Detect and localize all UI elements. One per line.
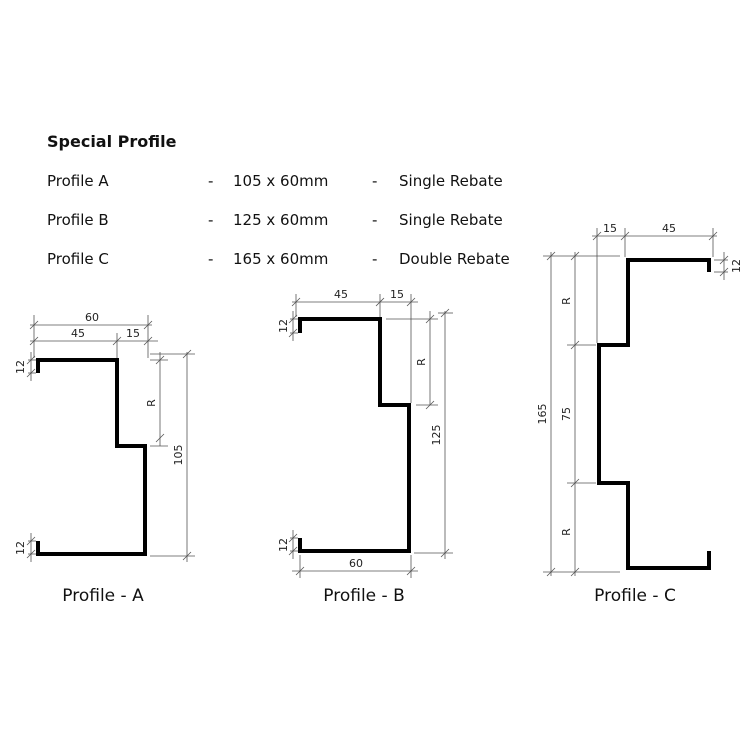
profile-size: 165 x 60mm xyxy=(233,250,329,268)
dim-c-rebate-width: 15 xyxy=(603,222,617,235)
dim-c-lip: 12 xyxy=(730,259,743,273)
profile-c-section xyxy=(597,258,711,570)
profile-size: 125 x 60mm xyxy=(233,211,329,229)
profile-a-section xyxy=(36,358,147,556)
dim-b-lip-bottom: 12 xyxy=(277,538,290,552)
profile-b-drawing: 45 15 12 12 R 125 60 Profile - B xyxy=(277,288,453,606)
profile-name: Profile B xyxy=(47,211,109,229)
separator-dash: - xyxy=(372,250,378,268)
separator-dash: - xyxy=(208,211,214,229)
profile-rebate: Single Rebate xyxy=(399,172,503,190)
profile-c-drawing: 15 45 12 165 R 75 R Profile - C xyxy=(536,222,743,606)
separator-dash: - xyxy=(372,211,378,229)
profile-name: Profile A xyxy=(47,172,109,190)
dim-a-lip-top: 12 xyxy=(14,360,27,374)
separator-dash: - xyxy=(208,250,214,268)
dim-a-rebate-width: 15 xyxy=(126,327,140,340)
separator-dash: - xyxy=(372,172,378,190)
dim-b-flange-width: 45 xyxy=(334,288,348,301)
dim-c-flange-width: 45 xyxy=(662,222,676,235)
dim-a-overall-width: 60 xyxy=(85,311,99,324)
dim-c-middle: 75 xyxy=(560,407,573,421)
profile-b-dimension-lines xyxy=(288,294,453,578)
dim-c-height: 165 xyxy=(536,404,549,425)
profile-row-a: Profile A - 105 x 60mm - Single Rebate xyxy=(47,172,607,192)
profile-rebate: Single Rebate xyxy=(399,211,503,229)
dim-a-flange-width: 45 xyxy=(71,327,85,340)
separator-dash: - xyxy=(208,172,214,190)
profile-row-b: Profile B - 125 x 60mm - Single Rebate xyxy=(47,211,607,231)
profile-b-caption: Profile - B xyxy=(323,586,404,606)
dim-a-rebate-depth: R xyxy=(145,399,158,407)
profile-a-dimension-lines xyxy=(26,315,195,562)
dim-b-rebate-depth: R xyxy=(415,358,428,366)
profile-size: 105 x 60mm xyxy=(233,172,329,190)
profile-a-drawing: 60 45 15 12 12 R 105 Profile - A xyxy=(14,311,195,606)
dim-c-rebate-top: R xyxy=(560,297,573,305)
page-title: Special Profile xyxy=(47,132,177,151)
dim-a-lip-bottom: 12 xyxy=(14,541,27,555)
profile-a-caption: Profile - A xyxy=(62,586,144,606)
dim-c-rebate-bottom: R xyxy=(560,528,573,536)
dim-b-height: 125 xyxy=(430,425,443,446)
profile-rebate: Double Rebate xyxy=(399,250,510,268)
profile-name: Profile C xyxy=(47,250,109,268)
dim-a-height: 105 xyxy=(172,445,185,466)
profile-row-c: Profile C - 165 x 60mm - Double Rebate xyxy=(47,250,607,270)
dim-b-bottom-width: 60 xyxy=(349,557,363,570)
profile-b-section xyxy=(298,317,411,553)
profile-c-caption: Profile - C xyxy=(594,586,676,606)
profile-c-dimension-lines xyxy=(543,228,729,577)
dim-b-rebate-width: 15 xyxy=(390,288,404,301)
dim-b-lip-top: 12 xyxy=(277,319,290,333)
